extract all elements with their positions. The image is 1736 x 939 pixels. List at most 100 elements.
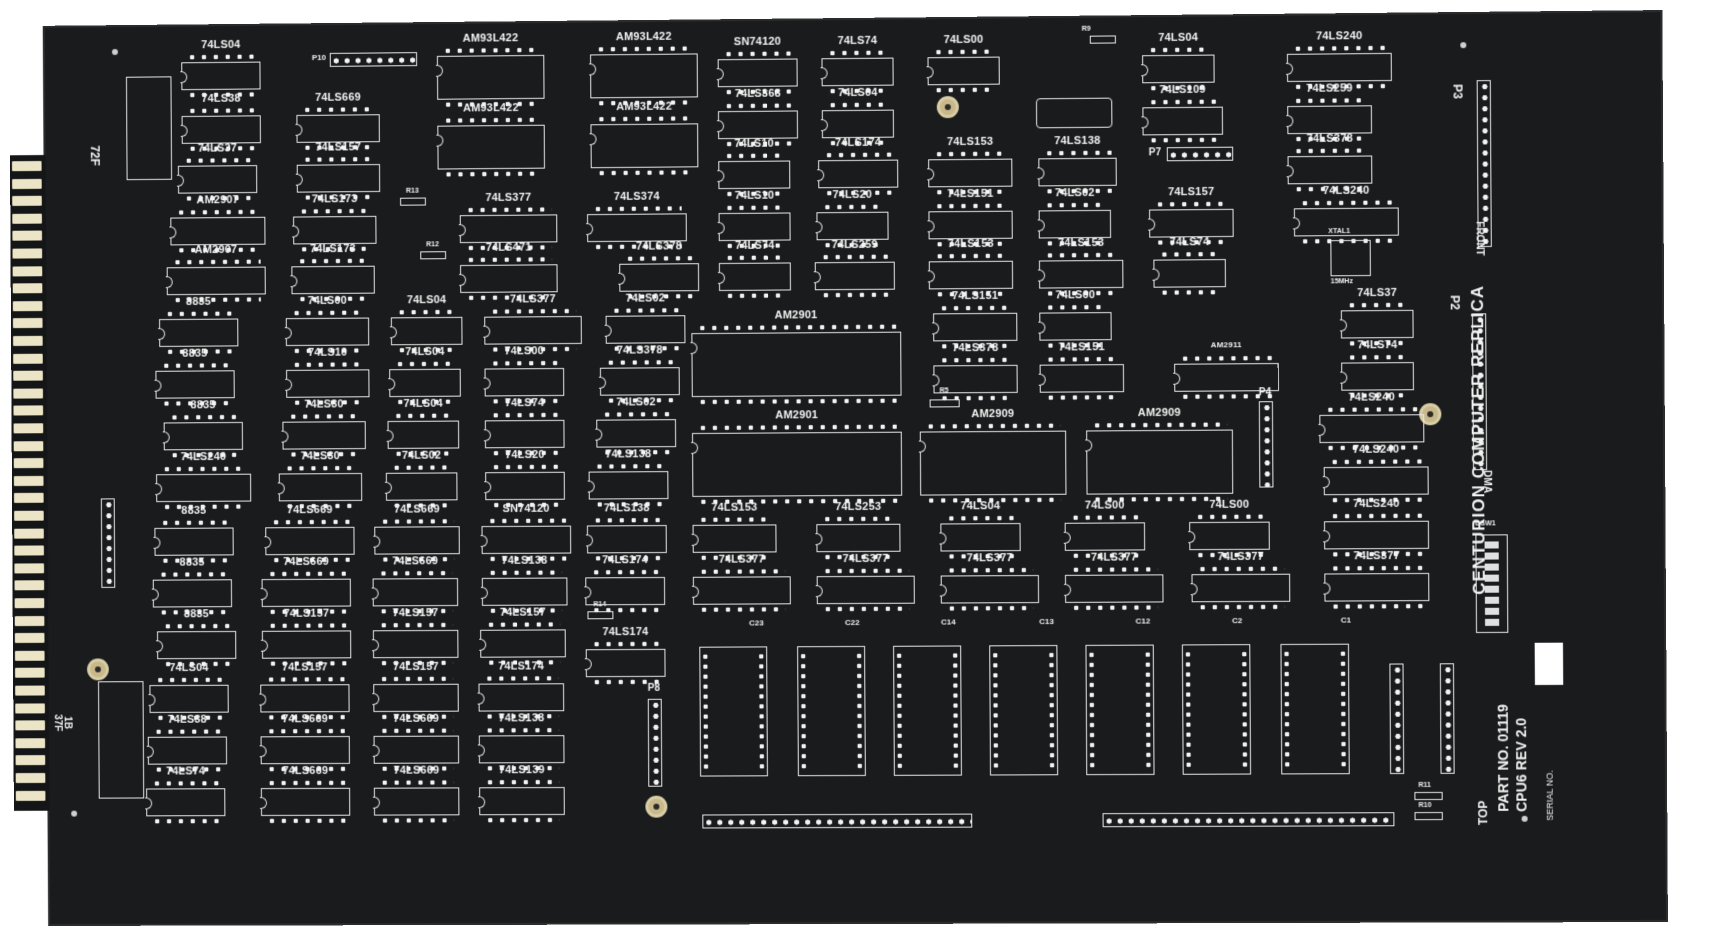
ic-chip: AM2907 xyxy=(170,217,265,246)
crystal-label: XTAL1 xyxy=(1328,228,1350,235)
resistor xyxy=(930,399,960,407)
ic-chip: 74LS02 xyxy=(1039,210,1111,239)
ic-chip: 74LS153 xyxy=(1039,260,1123,289)
ic-chip: 74LS377 xyxy=(1324,573,1429,602)
ic-chip: 74LS02 xyxy=(386,472,458,500)
ic-chip: 74LS240 xyxy=(1319,414,1424,443)
edge-finger xyxy=(13,406,43,416)
ic-chip: 74LS669 xyxy=(373,578,459,606)
edge-finger xyxy=(15,738,45,748)
resistor-label: R11 xyxy=(1418,782,1431,789)
ic-chip: 74LS378 xyxy=(1288,155,1373,184)
edge-finger xyxy=(15,616,45,626)
ic-chip: 74LS74 xyxy=(146,788,225,816)
ic-chip: 74LS37 xyxy=(178,165,257,194)
ic-chip: 74LS174 xyxy=(478,683,564,711)
ic-chip: 74LS669 xyxy=(265,527,354,555)
ram-socket xyxy=(1182,644,1251,775)
header-rn-right-2 xyxy=(1440,663,1455,774)
ic-chip: 8835 xyxy=(154,528,233,556)
board-part-number: PART NO. 01119 xyxy=(1494,611,1511,812)
ic-chip: 74LS37 xyxy=(1341,310,1414,339)
ram-socket xyxy=(1085,645,1154,776)
edge-finger xyxy=(15,721,45,731)
ic-chip: 74LS669 xyxy=(296,114,379,143)
ram-socket xyxy=(989,645,1058,775)
ic-chip: 74LS157 xyxy=(373,684,459,712)
cap-label: C14 xyxy=(941,617,956,626)
board-revision: CPU6 REV 2.0 xyxy=(1512,611,1529,812)
cap-label: C22 xyxy=(845,618,860,627)
resistor xyxy=(1090,35,1116,43)
ic-chip: SN74120 xyxy=(482,526,572,554)
edge-finger xyxy=(13,353,43,363)
ic-chip: 74LS00 xyxy=(1039,312,1111,341)
ic-chip: 74LS04 xyxy=(940,523,1020,551)
header-label-p8: P8 xyxy=(648,683,660,694)
ic-chip: 74LS669 xyxy=(262,579,351,607)
ic-chip: 74LS151 xyxy=(933,313,1017,342)
edge-finger xyxy=(15,668,45,678)
ic-chip: 74LS153 xyxy=(928,159,1012,188)
ic-chip: 74LS109 xyxy=(1142,107,1223,136)
cap-label: C13 xyxy=(1039,617,1054,626)
resistor-label: R10 xyxy=(1418,802,1431,809)
ic-chip: 74LS173 xyxy=(291,266,374,295)
corner-hole xyxy=(112,49,118,55)
ram-socket xyxy=(893,645,962,775)
cap-label: C2 xyxy=(1232,616,1242,625)
ic-chip: AM2907 xyxy=(167,267,266,296)
cap-label: C1 xyxy=(1341,616,1351,625)
electrolytic-capacitor xyxy=(98,681,144,798)
ic-chip: 74LS10 xyxy=(719,212,791,241)
corner-hole xyxy=(1522,816,1528,822)
resistor xyxy=(587,611,613,619)
edge-finger xyxy=(16,755,46,765)
ram-socket xyxy=(1280,644,1349,775)
electrolytic-capacitor xyxy=(126,76,172,180)
edge-finger xyxy=(14,546,44,556)
header-p7 xyxy=(1167,147,1233,162)
edge-finger xyxy=(12,196,42,206)
edge-finger xyxy=(15,633,45,643)
ic-chip: 74LS00 xyxy=(1065,522,1145,551)
ic-chip: AM93L422 xyxy=(437,125,545,170)
ic-chip: 74LS173 xyxy=(293,216,376,245)
ic-chip: 74LS74 xyxy=(1341,362,1414,391)
ic-chip: 74LS38 xyxy=(148,736,227,764)
mounting-hole xyxy=(1422,406,1438,422)
header-rn xyxy=(101,498,115,588)
ic-chip: 74LS30 xyxy=(282,421,365,449)
ic-chip: 74LS377 xyxy=(817,576,915,605)
edge-finger xyxy=(14,528,44,538)
resistor xyxy=(420,251,446,259)
ram-socket-row xyxy=(43,10,1663,26)
ic-chip: 74LS240 xyxy=(156,474,251,502)
ic-chip: 74LS00 xyxy=(286,318,369,346)
ic-chip: 74LS138 xyxy=(589,471,669,499)
ic-chip: 74LS04 xyxy=(388,421,460,449)
ic-chip: 74LS10 xyxy=(718,161,790,190)
ic-chip: 74LS74 xyxy=(821,58,893,87)
ic-chip: 74LS259 xyxy=(1287,105,1372,134)
edge-finger xyxy=(13,266,43,276)
ic-chip: 74LS20 xyxy=(816,212,888,241)
ic-chip: 74LS138 xyxy=(479,735,565,763)
edge-finger xyxy=(15,651,45,661)
ic-chip: 74LS378 xyxy=(619,263,699,292)
header-label-p10: P10 xyxy=(312,53,326,62)
ic-chip: 74LS669 xyxy=(374,787,460,815)
edge-finger xyxy=(14,493,44,503)
header-p10 xyxy=(330,52,417,67)
header-p8 xyxy=(648,699,662,787)
ic-chip: 74LS240 xyxy=(1324,466,1429,495)
edge-finger xyxy=(12,248,42,258)
edge-finger xyxy=(13,301,43,311)
edge-finger xyxy=(15,686,45,696)
resistor-label: R13 xyxy=(406,188,419,195)
ic-chip: 74LS74 xyxy=(719,262,791,291)
mounting-hole xyxy=(648,799,664,815)
edge-finger xyxy=(15,581,45,591)
ic-chip: 74LS377 xyxy=(484,316,582,345)
dip-switch-lever[interactable] xyxy=(1485,597,1499,604)
